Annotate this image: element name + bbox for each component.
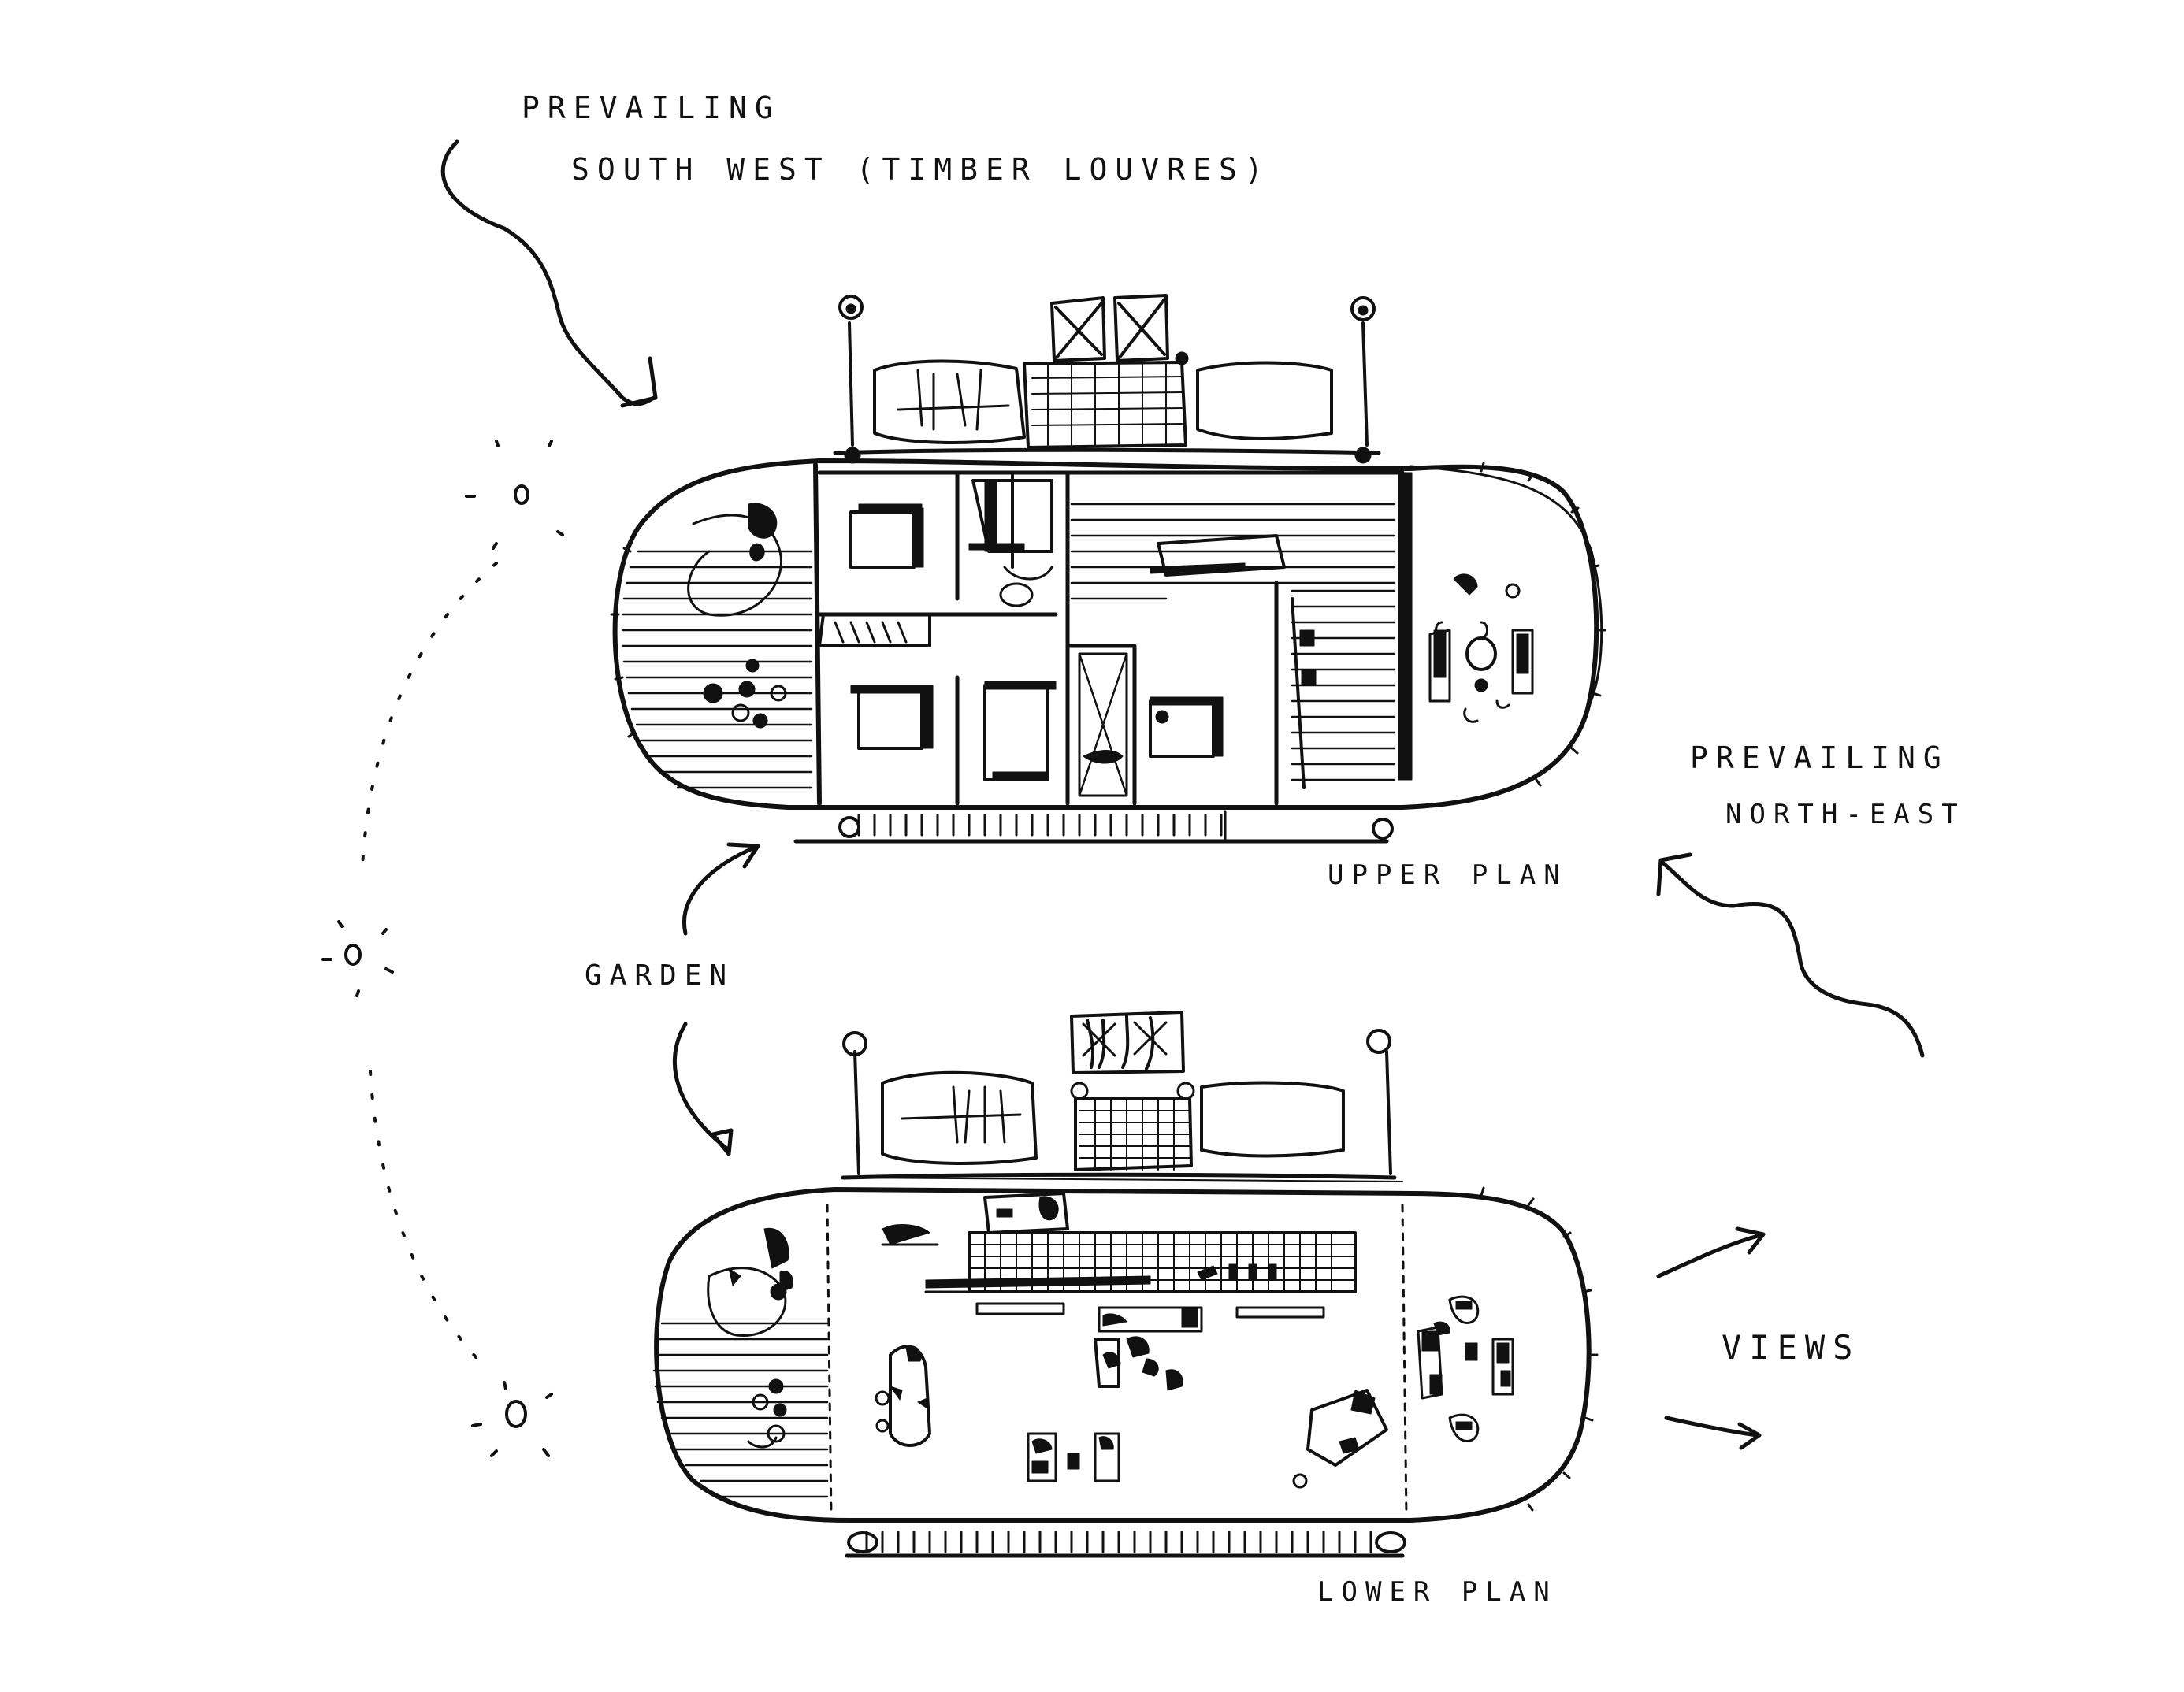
garden-arrow-upper (682, 842, 760, 936)
lower-plan-label: LOWER PLAN (1317, 1576, 1558, 1608)
lower-furniture (875, 1302, 1388, 1489)
sun-icon-east (465, 440, 564, 550)
prevailing-north-east-label-line2: NORTH-EAST (1725, 799, 1966, 830)
sun-path-arc (361, 562, 498, 1372)
upper-entry-block (833, 294, 1381, 464)
lower-balcony (845, 1531, 1406, 1558)
lower-plan (652, 1011, 1599, 1558)
lower-right-lounge (1417, 1295, 1514, 1442)
prevailing-north-east-label-line1: PREVAILING (1690, 740, 1949, 775)
lower-kitchen (881, 1192, 1357, 1293)
lower-entry-block (841, 1011, 1403, 1182)
garden-arrow-lower (672, 1022, 734, 1156)
prevailing-south-west-label-line2: SOUTH WEST (TIMBER LOUVRES) (571, 152, 1271, 187)
lower-left-deck-hatching (652, 1227, 829, 1498)
sun-icon-north (321, 920, 394, 997)
south-west-wind-arrow (440, 139, 658, 408)
upper-plan (610, 294, 1606, 844)
upper-left-deck-hatching (621, 503, 813, 789)
views-arrow-upper (1656, 1226, 1766, 1278)
north-east-wind-arrow (1656, 852, 1925, 1058)
upper-plan-outline (612, 458, 1599, 810)
upper-bedrooms (817, 470, 1224, 806)
upper-plan-label: UPPER PLAN (1328, 859, 1568, 891)
garden-label: GARDEN (585, 959, 734, 992)
prevailing-south-west-label-line1: PREVAILING (522, 91, 781, 125)
upper-right-furniture (1428, 573, 1534, 723)
sun-icon-west (471, 1381, 553, 1457)
upper-living-hatching (1065, 470, 1413, 806)
upper-balcony (793, 810, 1394, 844)
lower-plan-outline (654, 1187, 1592, 1523)
upper-louvre-wall (1398, 472, 1413, 781)
views-label: VIEWS (1722, 1328, 1860, 1367)
views-arrow-lower (1664, 1416, 1762, 1450)
